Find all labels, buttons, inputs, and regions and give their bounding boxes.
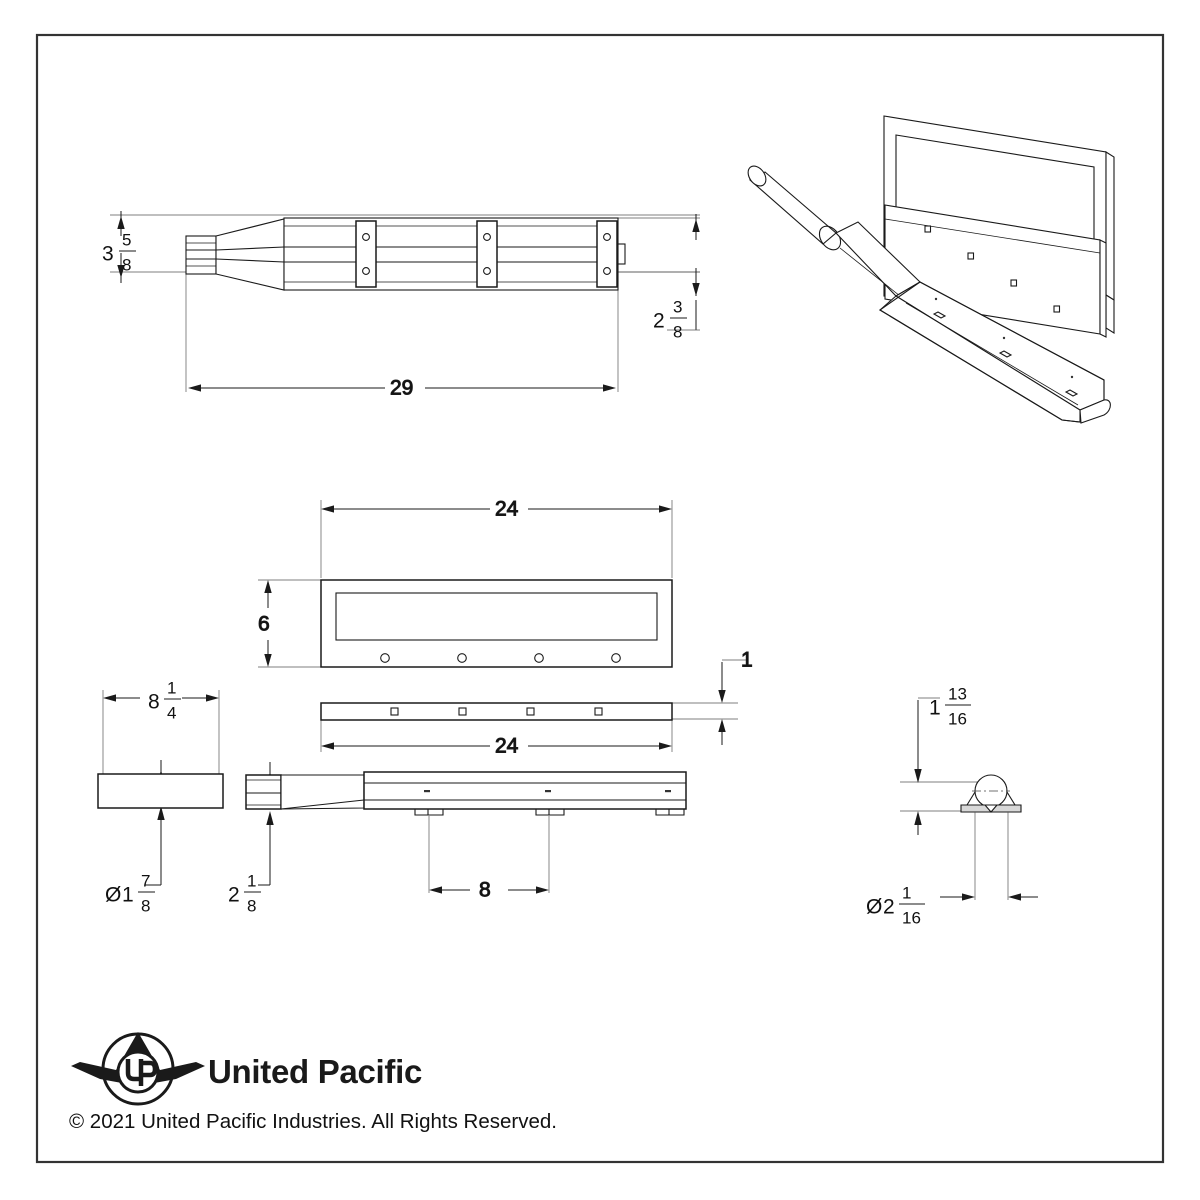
svg-text:1: 1 xyxy=(929,697,941,720)
svg-text:16: 16 xyxy=(902,908,921,927)
dim-plate-height: 6 xyxy=(258,580,272,667)
dim-plate-length-text: 24 xyxy=(495,498,519,521)
bracket-1 xyxy=(355,220,377,288)
bottom-mount-tabs xyxy=(414,809,685,816)
svg-text:5: 5 xyxy=(122,230,131,249)
dim-height-right xyxy=(667,214,700,331)
dim-section-diameter-text: Ø 2 1 16 xyxy=(866,883,925,927)
svg-text:4: 4 xyxy=(167,703,176,722)
svg-text:8: 8 xyxy=(148,691,160,714)
view-top-elevation: 3 5 8 2 3 8 xyxy=(102,211,700,400)
svg-text:1: 1 xyxy=(902,883,911,902)
dim-strip-length: 24 xyxy=(321,734,672,758)
view-cross-section: 1 13 16 Ø 2 1 16 xyxy=(866,684,1038,927)
svg-text:8: 8 xyxy=(247,896,256,915)
dim-tab-spacing: 8 xyxy=(429,878,549,902)
svg-text:3: 3 xyxy=(102,243,114,266)
dim-plate-length: 24 xyxy=(321,497,672,521)
dim-plate-height-text: 6 xyxy=(258,613,270,636)
dim-tube-end-height-text: 2 1 8 xyxy=(228,871,261,915)
svg-text:3: 3 xyxy=(673,297,682,316)
dim-section-height xyxy=(914,697,940,835)
view-face-plate-front: 24 6 xyxy=(258,497,673,668)
dim-block-width xyxy=(103,694,219,702)
face-plate-outline xyxy=(320,579,673,668)
dim-overall-length-text: 29 xyxy=(390,377,413,400)
brand-name: United Pacific xyxy=(208,1053,422,1090)
copyright-notice: © 2021 United Pacific Industries. All Ri… xyxy=(69,1110,557,1133)
svg-text:8: 8 xyxy=(673,322,682,341)
part-taper xyxy=(215,218,285,291)
dim-height-right-text: 2 3 8 xyxy=(653,297,687,341)
bottom-taper xyxy=(280,774,365,810)
view-end-block: 8 1 4 Ø 1 7 8 xyxy=(97,678,224,915)
iso-tube-body xyxy=(747,165,1111,424)
dim-block-diameter-text: Ø 1 7 8 xyxy=(105,871,155,915)
dim-section-diameter xyxy=(940,893,1038,901)
dim-tab-spacing-text: 8 xyxy=(479,879,491,902)
svg-text:Ø: Ø xyxy=(866,896,882,919)
united-pacific-emblem-icon xyxy=(71,1032,205,1106)
svg-text:2: 2 xyxy=(653,310,665,333)
svg-text:13: 13 xyxy=(948,684,967,703)
dim-block-width-text: 8 1 4 xyxy=(148,678,181,722)
bottom-main-body xyxy=(363,771,687,810)
svg-text:2: 2 xyxy=(228,884,240,907)
bottom-tang xyxy=(245,774,282,810)
svg-text:8: 8 xyxy=(141,896,150,915)
bracket-2 xyxy=(476,220,498,288)
dim-strip-thickness: 1 xyxy=(718,648,753,745)
dim-strip-length-text: 24 xyxy=(495,735,519,758)
svg-text:Ø: Ø xyxy=(105,884,121,907)
svg-text:1: 1 xyxy=(247,871,256,890)
bracket-3 xyxy=(596,220,618,288)
svg-text:2: 2 xyxy=(883,896,895,919)
view-strip-edge: 1 24 xyxy=(320,648,753,758)
cross-section-profile xyxy=(960,774,1022,813)
sheet-border xyxy=(35,33,1165,1164)
part-tang-left xyxy=(185,235,217,275)
part-main-body xyxy=(283,217,626,291)
strip-edge-outline xyxy=(320,702,673,721)
branding-block: United Pacific © 2021 United Pacific Ind… xyxy=(69,1032,557,1133)
dim-height-left xyxy=(117,211,125,283)
dim-strip-thickness-text: 1 xyxy=(741,649,753,672)
svg-text:8: 8 xyxy=(122,255,131,274)
svg-text:1: 1 xyxy=(167,678,176,697)
view-isometric xyxy=(747,115,1115,424)
dim-section-height-text: 1 13 16 xyxy=(929,684,971,728)
dim-overall-length: 29 xyxy=(188,376,616,400)
svg-text:7: 7 xyxy=(141,871,150,890)
svg-text:1: 1 xyxy=(122,884,134,907)
view-bottom-elevation: 2 1 8 xyxy=(228,762,687,915)
end-block-outline xyxy=(97,773,224,809)
svg-text:16: 16 xyxy=(948,709,967,728)
dim-height-left-text: 3 5 8 xyxy=(102,230,136,274)
